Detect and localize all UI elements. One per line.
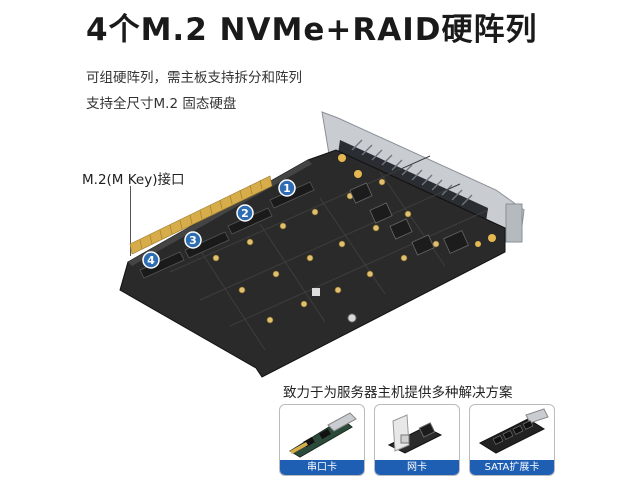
slot-badge-1: 1 [278, 179, 296, 197]
product-card-network[interactable]: 网卡 [374, 404, 460, 476]
slot-badges: 1 2 3 4 [142, 179, 296, 269]
subtitle-line-2: 支持全尺寸M.2 固态硬盘 [86, 96, 237, 112]
slot-number-2: 2 [241, 207, 249, 220]
product-card-sata[interactable]: SATA扩展卡 [469, 404, 555, 476]
product-card-sata-label: SATA扩展卡 [470, 460, 554, 475]
slot-badge-3: 3 [184, 231, 202, 249]
pcb-board [119, 149, 506, 378]
promo-text: 致力于为服务器主机提供多种解决方案 [283, 385, 513, 401]
slot-number-1: 1 [283, 182, 291, 195]
m2-port-label: M.2(M Key)接口 [82, 172, 185, 188]
nvme-raid-card-image: 1 2 3 4 [119, 111, 525, 378]
product-card-serial[interactable]: 串口卡 [279, 404, 365, 476]
product-card-network-label: 网卡 [375, 460, 459, 475]
network-card-icon [387, 414, 443, 454]
product-card-serial-label: 串口卡 [280, 460, 364, 475]
subtitle-line-1: 可组硬阵列，需主板支持拆分和阵列 [86, 70, 302, 86]
serial-card-icon [289, 412, 357, 458]
slot-number-3: 3 [189, 234, 197, 247]
slot-badge-4: 4 [142, 251, 160, 269]
sata-card-icon [478, 408, 549, 454]
page-title: 4个M.2 NVMe+RAID硬阵列 [86, 12, 538, 48]
slot-number-4: 4 [147, 254, 155, 267]
slot-badge-2: 2 [236, 204, 254, 222]
port-leader-line [130, 186, 131, 256]
